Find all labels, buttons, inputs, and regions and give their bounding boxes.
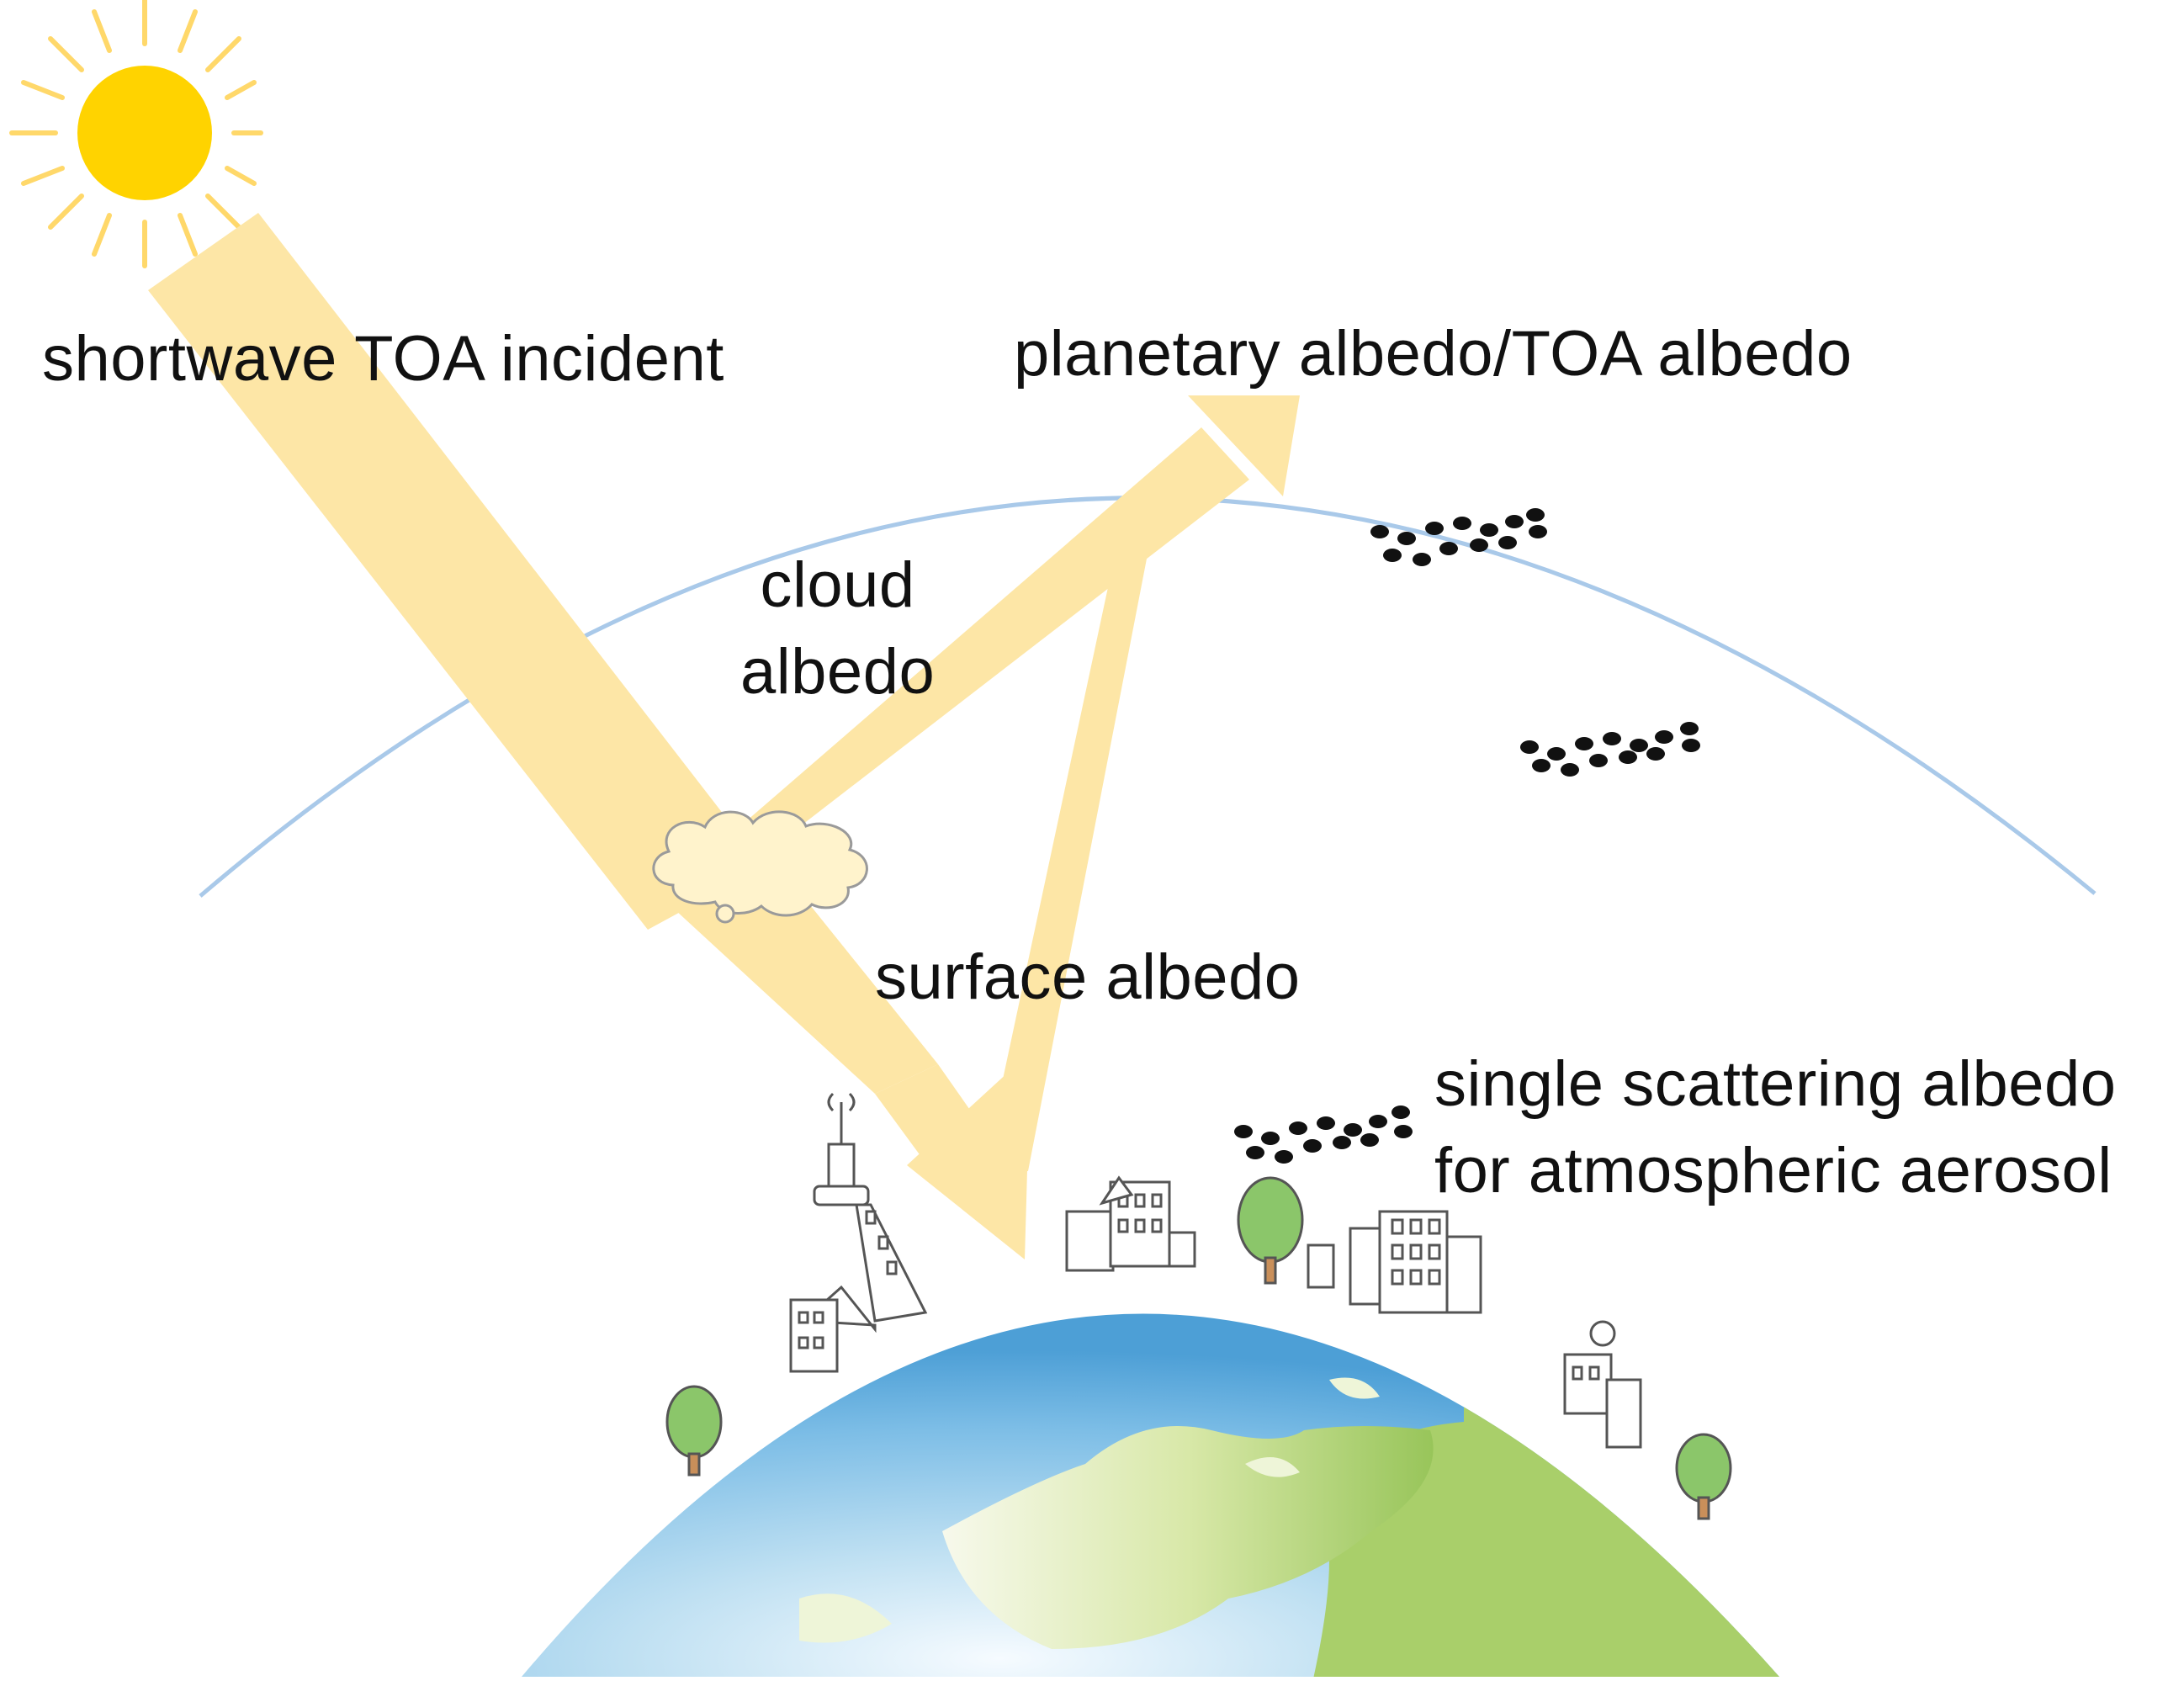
cloud-reflected-arrow	[715, 395, 1300, 848]
aerosol-particles-icon	[1520, 722, 1700, 777]
cloud-albedo-line1: cloud	[760, 549, 915, 621]
incident-beam	[148, 213, 764, 930]
earth-globe-icon	[522, 1313, 1779, 1677]
single-scattering-albedo-label: single scattering albedo for atmospheric…	[1434, 1042, 2117, 1214]
cloud-albedo-line2: albedo	[740, 635, 936, 708]
planetary-albedo-label: planetary albedo/TOA albedo	[1014, 318, 1853, 390]
aerosol-particles-icon	[1370, 508, 1547, 566]
ssa-line1: single scattering albedo	[1434, 1048, 2117, 1120]
cloud-albedo-label: cloud albedo	[740, 543, 935, 715]
aerosol-particles-icon	[1234, 1106, 1413, 1164]
surface-albedo-label: surface albedo	[875, 941, 1301, 1013]
sun-icon	[9, 0, 263, 268]
city-buildings-icon	[789, 1092, 1642, 1449]
cloud-icon	[652, 810, 868, 924]
tree-icon	[665, 1176, 1732, 1520]
ssa-line2: for atmospheric aerosol	[1434, 1134, 2112, 1206]
surface-reflected-beam	[983, 528, 1153, 1174]
incident-label: shortwave TOA incident	[42, 323, 724, 395]
